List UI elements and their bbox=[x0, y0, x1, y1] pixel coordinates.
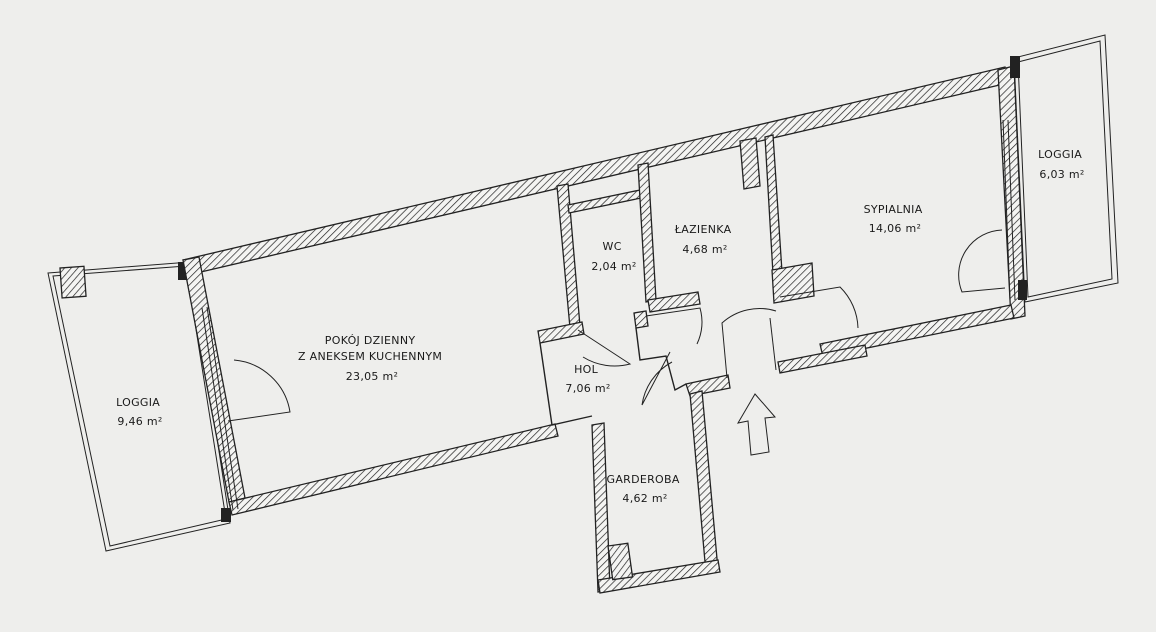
label-loggia-right: LOGGIA 6,03 m² bbox=[1038, 148, 1086, 181]
label-wardrobe: GARDEROBA 4,62 m² bbox=[607, 473, 684, 505]
label-loggia-left: LOGGIA 9,46 m² bbox=[116, 396, 164, 428]
loggia-right-outline bbox=[1010, 34, 1119, 303]
entrance-arrow-icon bbox=[737, 393, 777, 456]
label-bedroom: SYPIALNIA 14,06 m² bbox=[864, 203, 927, 235]
wardrobe-block bbox=[607, 542, 634, 581]
label-living-room: POKÓJ DZIENNY Z ANEKSEM KUCHENNYM 23,05 … bbox=[298, 334, 446, 383]
label-bathroom: ŁAZIENKA 4,68 m² bbox=[674, 223, 735, 256]
doors bbox=[201, 119, 1016, 511]
loggia-left-outline bbox=[47, 261, 231, 552]
interior-walls bbox=[537, 134, 815, 344]
label-hall: HOL 7,06 m² bbox=[565, 363, 610, 395]
label-wc: WC 2,04 m² bbox=[591, 240, 636, 273]
exterior-wall bbox=[182, 65, 1026, 594]
hall-outline bbox=[539, 327, 687, 426]
